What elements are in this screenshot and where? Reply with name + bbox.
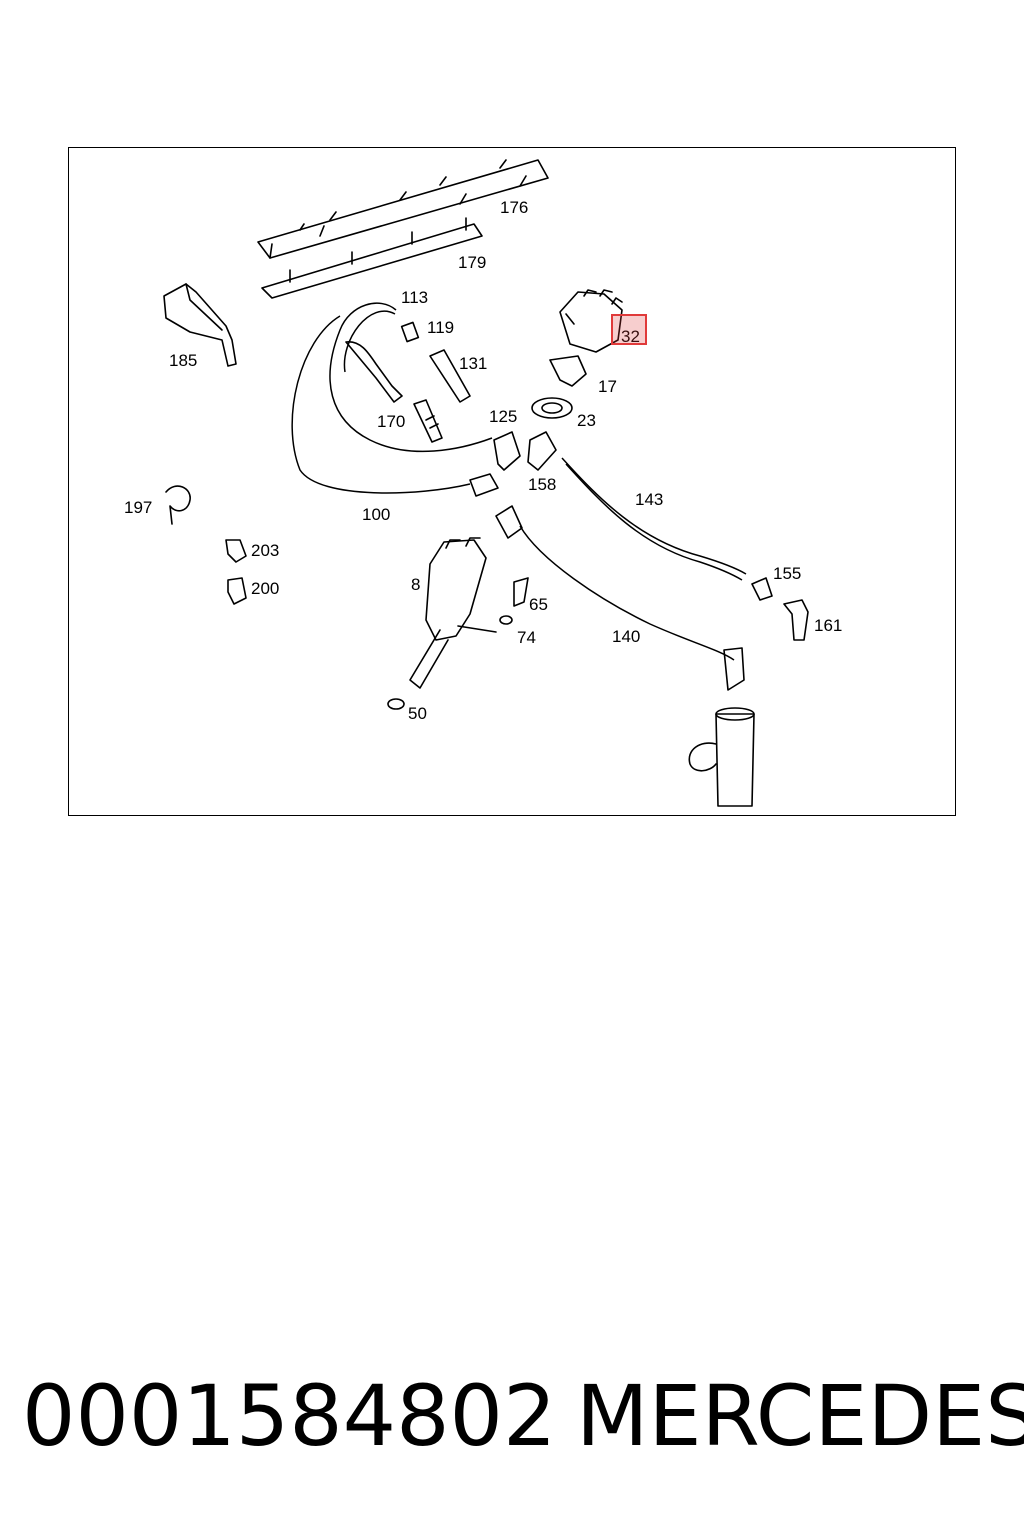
part-125-connector (493, 431, 521, 471)
part-158-connector (527, 431, 557, 471)
part-32-distributor-cap (559, 289, 623, 353)
part-179-cable-rail (261, 217, 483, 299)
callout-140: 140 (612, 627, 640, 646)
part-50-washer (387, 698, 405, 710)
callout-203: 203 (251, 541, 279, 560)
part-176-cable-rail (257, 159, 549, 259)
callout-161: 161 (814, 616, 842, 635)
callout-170: 170 (377, 412, 405, 431)
part-65-bolt (513, 577, 529, 607)
callout-179: 179 (458, 253, 486, 272)
callout-100: 100 (362, 505, 390, 524)
callout-176: 176 (500, 198, 528, 217)
callout-23: 23 (577, 411, 596, 430)
part-197-clip (165, 485, 191, 525)
part-155-connector (751, 577, 773, 601)
part-119-connector (400, 321, 420, 343)
callout-17: 17 (598, 377, 617, 396)
part-140-lead (495, 505, 745, 691)
part-200-clip (227, 577, 247, 605)
part-161-connector (783, 599, 809, 641)
highlight-box-32 (611, 314, 647, 345)
footer: 0001584802 MERCEDES (0, 1366, 1024, 1476)
part-17-rotor (549, 355, 587, 387)
callout-131: 131 (459, 354, 487, 373)
callout-119: 119 (427, 318, 454, 337)
callout-125: 125 (489, 407, 517, 426)
callout-65: 65 (529, 595, 548, 614)
callout-50: 50 (408, 704, 427, 723)
part-100-ignition-lead (291, 315, 499, 497)
part-23-seal-ring (531, 397, 573, 419)
callout-143: 143 (635, 490, 663, 509)
diagram-frame (68, 147, 956, 816)
callout-197: 197 (124, 498, 152, 517)
callout-32: 32 (621, 327, 640, 346)
callout-8: 8 (411, 575, 420, 594)
callout-113: 113 (401, 288, 428, 307)
brand-name: MERCEDES (576, 1367, 1024, 1465)
ignition-coil (688, 707, 755, 807)
part-74-clamp (457, 615, 513, 633)
callout-200: 200 (251, 579, 279, 598)
part-203-clip (225, 539, 247, 563)
part-8-distributor (409, 537, 487, 689)
callout-74: 74 (517, 628, 536, 647)
callout-185: 185 (169, 351, 197, 370)
part-185-cover (163, 283, 237, 367)
part-131-plug-connector (429, 349, 471, 403)
callout-158: 158 (528, 475, 556, 494)
part-170-spark-plug (413, 399, 443, 443)
part-143-lead (561, 457, 747, 581)
part-113-ignition-lead (329, 302, 493, 453)
part-plug-lead-boot (345, 341, 403, 403)
callout-155: 155 (773, 564, 801, 583)
part-number: 0001584802 (22, 1367, 557, 1465)
